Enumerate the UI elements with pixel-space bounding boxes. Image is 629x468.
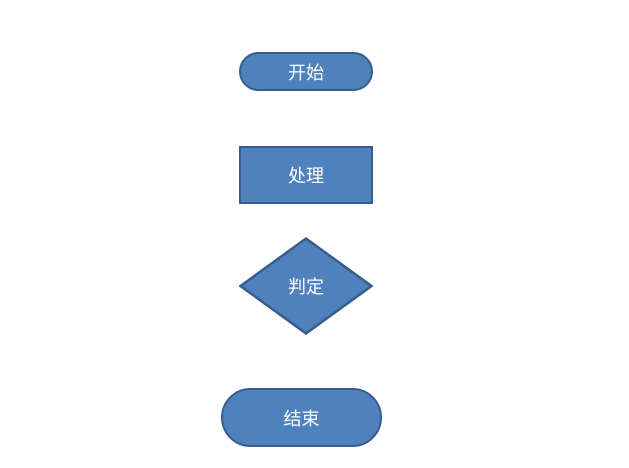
process-node-label: 处理	[288, 166, 324, 187]
process-rectangle-node[interactable]: 处理	[239, 146, 373, 204]
start-node-label: 开始	[288, 62, 324, 84]
decision-node-label-wrap: 判定	[239, 237, 373, 335]
start-terminator-node[interactable]: 开始	[239, 52, 373, 91]
end-node-label: 结束	[283, 408, 320, 430]
decision-node-label: 判定	[288, 277, 324, 298]
end-terminator-node[interactable]: 结束	[221, 388, 382, 447]
diamond-shape-icon	[239, 237, 373, 335]
